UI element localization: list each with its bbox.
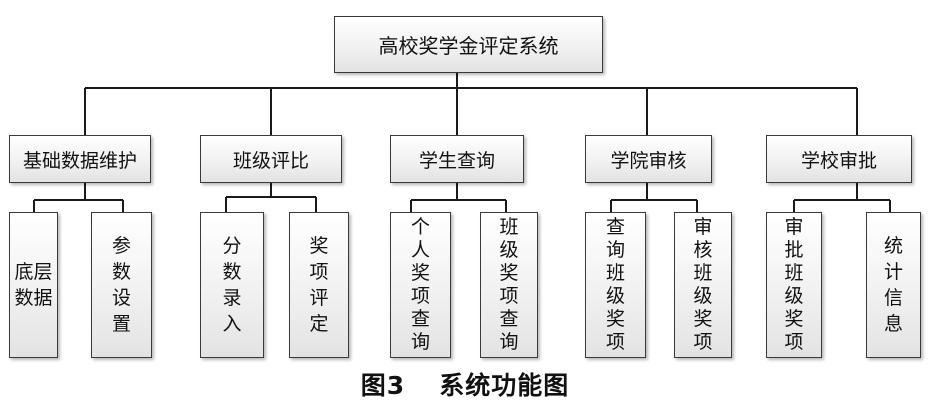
module-label: 学院审核 xyxy=(610,149,687,172)
leaf-label: 查询班级奖项 xyxy=(605,216,625,353)
leaf-node-award-rating: 奖项评定 xyxy=(289,212,349,358)
leaf-node-statistics: 统计信息 xyxy=(866,212,921,358)
leaf-node-parameter-settings: 参数设置 xyxy=(91,212,152,358)
system-function-diagram: 高校奖学金评定系统 基础数据维护 班级评比 学生查询 学院审核 学校审批 底层数… xyxy=(9,16,921,358)
leaf-label: 个人奖项查询 xyxy=(410,216,430,353)
module-label: 学生查询 xyxy=(418,149,495,172)
connector-lines xyxy=(33,73,891,212)
figure-number: 图3 xyxy=(360,371,406,400)
module-node-school-approval: 学校审批 xyxy=(766,135,912,183)
leaf-node-score-entry: 分数录入 xyxy=(200,212,264,358)
module-label: 基础数据维护 xyxy=(22,149,137,172)
root-label: 高校奖学金评定系统 xyxy=(378,34,559,58)
leaf-node-class-award-query: 班级奖项查询 xyxy=(480,212,538,358)
figure-title: 系统功能图 xyxy=(439,371,570,400)
leaf-label: 统计信息 xyxy=(883,235,903,335)
leaf-node-query-class-awards: 查询班级奖项 xyxy=(585,212,646,358)
leaf-node-base-data: 底层数据 xyxy=(9,212,58,358)
leaf-label: 分数录入 xyxy=(222,235,242,335)
module-node-class-evaluation: 班级评比 xyxy=(200,135,342,183)
leaf-label: 底层数据 xyxy=(14,261,53,309)
module-node-college-review: 学院审核 xyxy=(585,135,712,183)
module-node-student-query: 学生查询 xyxy=(390,135,524,183)
leaf-label: 审批班级奖项 xyxy=(784,216,804,353)
leaf-label: 奖项评定 xyxy=(309,235,329,335)
leaf-node-personal-award-query: 个人奖项查询 xyxy=(390,212,451,358)
leaf-label: 审核班级奖项 xyxy=(693,216,713,353)
leaf-label: 参数设置 xyxy=(111,235,131,335)
leaf-node-review-class-awards: 审核班级奖项 xyxy=(674,212,732,358)
root-node: 高校奖学金评定系统 xyxy=(334,16,603,73)
module-label: 班级评比 xyxy=(232,149,309,172)
module-label: 学校审批 xyxy=(800,149,877,172)
figure-caption: 图3 系统功能图 xyxy=(0,366,930,402)
leaf-node-approve-class-awards: 审批班级奖项 xyxy=(766,212,822,358)
module-node-basic-data: 基础数据维护 xyxy=(9,135,151,183)
leaf-label: 班级奖项查询 xyxy=(499,216,519,353)
